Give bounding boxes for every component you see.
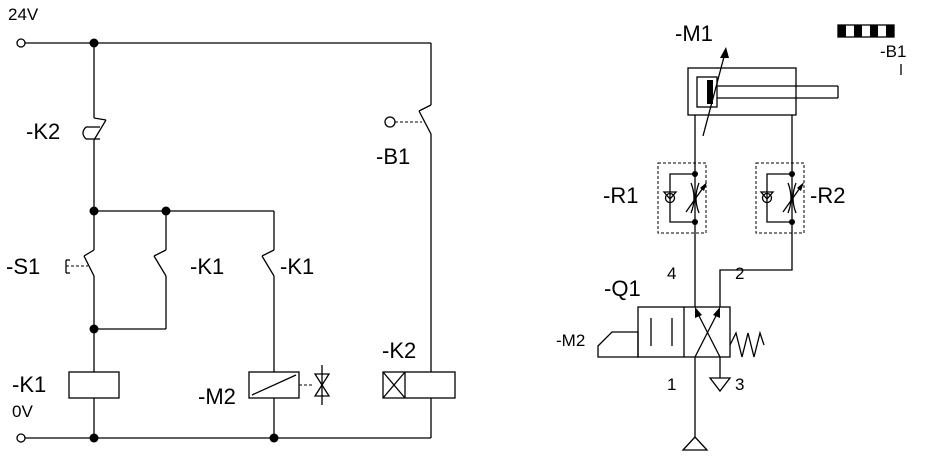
sensor-label: -B1 (880, 42, 906, 61)
m1-label: -M1 (675, 21, 713, 46)
r2-label: -R2 (810, 183, 845, 208)
supply-label: 24V (8, 5, 39, 24)
exhaust-icon (708, 377, 732, 393)
q1-label: -Q1 (604, 276, 641, 301)
k2-coil-label: -K2 (382, 338, 416, 363)
m2-suppressor-diode (299, 365, 331, 405)
pressure-source-icon (681, 436, 709, 451)
junction-dot (89, 38, 99, 48)
k2-nc-contact (82, 117, 107, 141)
r1-label: -R1 (603, 183, 638, 208)
pneumatic-circuit: -M1 -B1 -R1 -R2 -Q1 -M2 4 2 1 3 (556, 21, 906, 451)
junction-dot (161, 206, 171, 216)
b1-label: -B1 (376, 144, 410, 169)
junction-dot (89, 206, 99, 216)
port-2-label: 2 (735, 264, 744, 283)
s1-label: -S1 (6, 254, 40, 279)
k2-coil (382, 371, 456, 399)
ground-label: 0V (12, 402, 33, 421)
supply-terminal (16, 38, 26, 48)
junction-dot (269, 433, 279, 443)
m2-coil (248, 371, 300, 399)
b1-proximity-contact (384, 104, 432, 135)
k1-contact2-label: -K1 (280, 254, 314, 279)
junction-dot (89, 324, 99, 334)
r2-flow-control (755, 162, 805, 234)
k1-holding-contact (153, 249, 167, 277)
port-1-label: 1 (667, 375, 676, 394)
k1-contact1-label: -K1 (190, 254, 224, 279)
k1-coil-label: -K1 (12, 372, 46, 397)
port-4-label: 4 (667, 264, 676, 283)
m2-solenoid-label: -M2 (556, 331, 585, 350)
ground-terminal (16, 433, 26, 443)
pipe (719, 233, 793, 307)
k2-contact-label: -K2 (26, 119, 60, 144)
k1-coil (68, 371, 120, 399)
port-3-label: 3 (735, 375, 744, 394)
r1-flow-control (657, 162, 707, 234)
junction-dot (89, 433, 99, 443)
m1-cylinder (687, 47, 839, 137)
q1-valve (597, 306, 765, 358)
b1-sensor-icon (837, 24, 902, 75)
electrical-circuit: 24V 0V -K2 -B1 -S1 -K1 -K1 -K1 -M2 -K2 (6, 5, 456, 443)
m2-coil-label: -M2 (198, 384, 236, 409)
k1-contact-m2 (261, 249, 275, 277)
s1-pushbutton (65, 249, 95, 277)
